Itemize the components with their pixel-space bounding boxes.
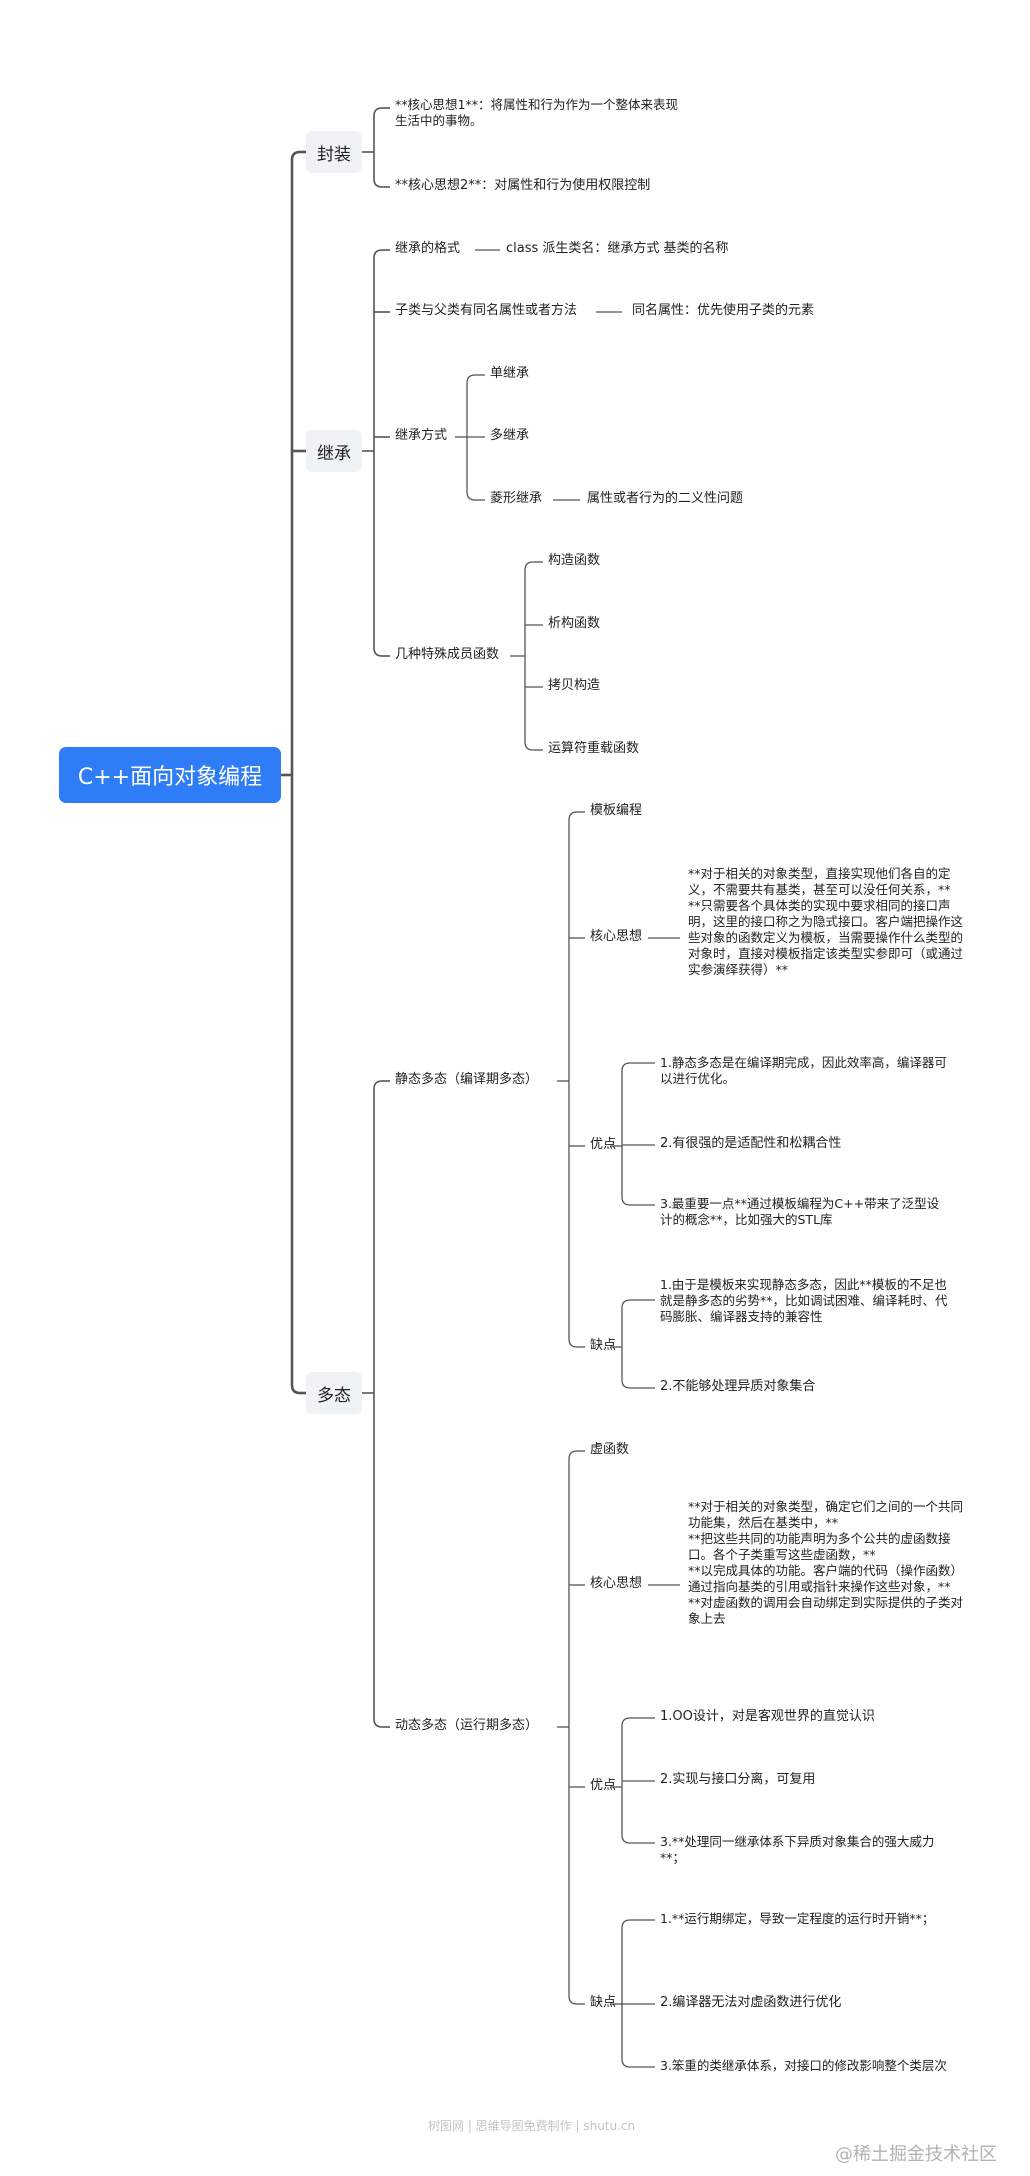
dynamic-con-2[interactable]: 2.编译器无法对虚函数进行优化: [660, 1995, 842, 2010]
inherit-constructor[interactable]: 构造函数: [548, 553, 601, 568]
static-pro-1[interactable]: 1.静态多态是在编译期完成，因此效率高，编译器可以进行优化。: [660, 1055, 947, 1086]
static-core-idea-text[interactable]: **对于相关的对象类型，直接实现他们各自的定义，不需要共有基类，甚至可以没任何关…: [688, 866, 964, 977]
footer-credit[interactable]: 树图网 | 思维导图免费制作 | shutu.cn: [428, 2119, 636, 2133]
dynamic-virtual-function[interactable]: 虚函数: [590, 1442, 630, 1457]
inherit-special-members[interactable]: 几种特殊成员函数: [395, 647, 500, 662]
branch-encapsulation[interactable]: 封装: [306, 131, 362, 173]
connector-line-62: [621, 1919, 631, 2068]
inherit-modes[interactable]: 继承方式: [395, 428, 448, 443]
encap-core-idea-1[interactable]: **核心思想1**：将属性和行为作为一个整体来表现生活中的事物。: [395, 97, 678, 128]
branch-polymorphism[interactable]: 多态: [306, 1372, 362, 1414]
inherit-diamond[interactable]: 菱形继承: [490, 491, 543, 506]
inherit-copy-constructor[interactable]: 拷贝构造: [548, 678, 601, 693]
static-con-2[interactable]: 2.不能够处理异质对象集合: [660, 1379, 816, 1394]
watermark: @稀土掘金技术社区: [835, 2144, 997, 2165]
connector-line-41: [621, 1062, 631, 1206]
dynamic-pro-2[interactable]: 2.实现与接口分离，可复用: [660, 1772, 816, 1787]
static-core-idea[interactable]: 核心思想: [590, 929, 643, 944]
static-polymorphism[interactable]: 静态多态（编译期多态）: [395, 1072, 539, 1087]
inherit-single[interactable]: 单继承: [490, 366, 530, 381]
dynamic-polymorphism[interactable]: 动态多态（运行期多态）: [395, 1718, 539, 1733]
root-node[interactable]: C++面向对象编程: [59, 747, 281, 803]
dynamic-con-1[interactable]: 1.**运行期绑定，导致一定程度的运行时开销**；: [660, 1911, 935, 1926]
static-cons[interactable]: 缺点: [590, 1338, 617, 1353]
branch-inheritance[interactable]: 继承: [306, 430, 362, 472]
dynamic-con-3[interactable]: 3.笨重的类继承体系，对接口的修改影响整个类层次: [660, 2058, 947, 2073]
inherit-operator-overload[interactable]: 运算符重载函数: [548, 741, 640, 756]
inherit-format[interactable]: 继承的格式: [395, 241, 461, 256]
connector-line-30: [373, 1080, 383, 1728]
dynamic-core-idea[interactable]: 核心思想: [590, 1576, 643, 1591]
connector-line-24: [524, 561, 534, 751]
dynamic-pro-3[interactable]: 3.**处理同一继承体系下异质对象集合的强大威力**；: [660, 1834, 935, 1865]
inherit-multi[interactable]: 多继承: [490, 428, 530, 443]
dynamic-cons[interactable]: 缺点: [590, 1995, 617, 2010]
static-pro-2[interactable]: 2.有很强的是适配性和松耦合性: [660, 1136, 842, 1151]
dynamic-pros[interactable]: 优点: [590, 1778, 617, 1793]
connector-line-1: [290, 150, 301, 1395]
inherit-format-detail[interactable]: class 派生类名：继承方式 基类的名称: [506, 241, 729, 256]
inherit-same-name[interactable]: 子类与父类有同名属性或者方法: [395, 303, 578, 318]
connector-line-10: [373, 249, 383, 657]
dynamic-pro-1[interactable]: 1.OO设计，对是客观世界的直觉认识: [660, 1709, 875, 1724]
dynamic-core-idea-text[interactable]: **对于相关的对象类型，确定它们之间的一个共同功能集，然后在基类中，** **把…: [688, 1499, 964, 1626]
inherit-same-name-detail[interactable]: 同名属性：优先使用子类的元素: [632, 303, 815, 318]
encap-core-idea-2[interactable]: **核心思想2**：对属性和行为使用权限控制: [395, 178, 651, 193]
inherit-diamond-detail[interactable]: 属性或者行为的二义性问题: [587, 491, 744, 506]
connector-line-6: [373, 107, 383, 188]
inherit-destructor[interactable]: 析构函数: [548, 616, 601, 631]
static-pros[interactable]: 优点: [590, 1137, 617, 1152]
static-con-1[interactable]: 1.由于是模板来实现静态多态，因此**模板的不足也就是静多态的劣势**，比如调试…: [660, 1277, 948, 1324]
connector-line-46: [621, 1299, 631, 1389]
static-template-programming[interactable]: 模板编程: [590, 803, 643, 818]
connector-line-34: [568, 811, 578, 1348]
static-pro-3[interactable]: 3.最重要一点**通过模板编程为C++带来了泛型设计的概念**，比如强大的STL…: [660, 1196, 940, 1227]
connector-line-50: [568, 1450, 578, 2005]
